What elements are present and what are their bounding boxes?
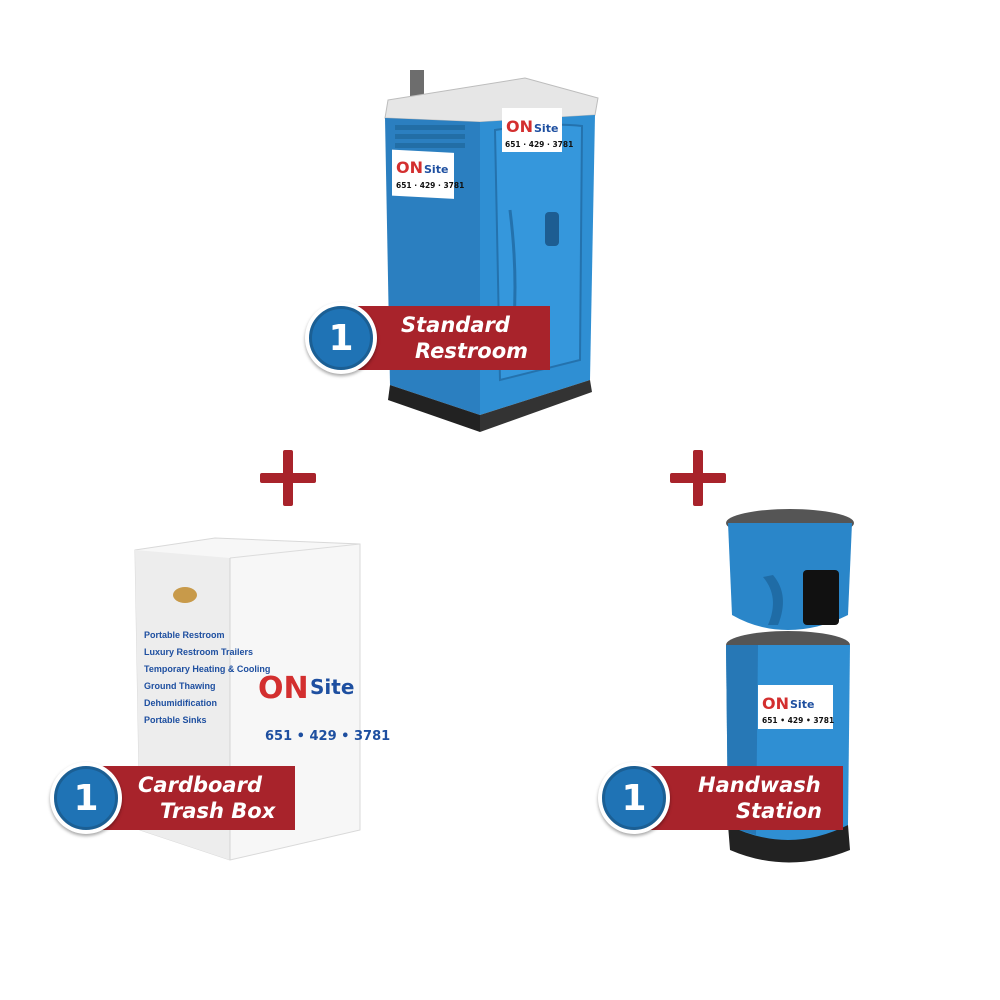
portable-restroom-image: ON Site 651 · 429 · 3781 ON Site 651 · 4… <box>384 70 599 432</box>
trash-box-label-line-1: Cardboard <box>138 773 262 797</box>
restroom-side-phone: 651 · 429 · 3781 <box>396 181 464 190</box>
restroom-quantity-badge: 1 <box>305 302 377 374</box>
box-list-item-5: Dehumidification <box>144 698 217 708</box>
plus-icon-right <box>670 450 726 506</box>
plus-icon-left <box>260 450 316 506</box>
box-list-item-3: Temporary Heating & Cooling <box>144 664 270 674</box>
trash-box-quantity: 1 <box>54 766 118 830</box>
restroom-front-phone: 651 · 429 · 3781 <box>505 140 573 149</box>
trash-box-image: Portable Restroom Luxury Restroom Traile… <box>134 537 390 861</box>
handwash-label-line-1: Handwash <box>698 773 821 797</box>
handwash-quantity: 1 <box>602 766 666 830</box>
box-list-item-6: Portable Sinks <box>144 715 207 725</box>
restroom-front-logo-on: ON <box>506 117 533 136</box>
box-list-item-2: Luxury Restroom Trailers <box>144 647 253 657</box>
box-logo-site: Site <box>310 675 354 699</box>
restroom-quantity: 1 <box>309 306 373 370</box>
box-logo-on: ON <box>258 671 309 706</box>
restroom-label-line-1: Standard <box>401 313 510 337</box>
handwash-quantity-label: Handwash Station 1 <box>598 762 843 834</box>
handwash-quantity-badge: 1 <box>598 762 670 834</box>
handwash-label-line-2: Station <box>736 799 822 823</box>
restroom-front-logo-site: Site <box>534 122 558 135</box>
handwash-phone: 651 • 429 • 3781 <box>762 716 834 725</box>
handwash-label-box: Handwash Station <box>634 766 843 830</box>
box-list-item-1: Portable Restroom <box>144 630 225 640</box>
box-phone: 651 • 429 • 3781 <box>265 729 390 744</box>
product-cardboard-trash-box: Portable Restroom Luxury Restroom Traile… <box>130 530 390 870</box>
box-list-item-4: Ground Thawing <box>144 681 216 691</box>
handwash-logo-on: ON <box>762 694 789 713</box>
trash-box-quantity-label: Cardboard Trash Box 1 <box>50 762 295 834</box>
handwash-logo-site: Site <box>790 698 814 711</box>
trash-box-quantity-badge: 1 <box>50 762 122 834</box>
restroom-quantity-label: Standard Restroom 1 <box>305 302 550 374</box>
product-standard-restroom: ON Site 651 · 429 · 3781 ON Site 651 · 4… <box>360 60 610 440</box>
restroom-side-logo-on: ON <box>396 158 423 177</box>
trash-box-label-line-2: Trash Box <box>160 799 276 823</box>
restroom-label-line-2: Restroom <box>415 339 528 363</box>
restroom-side-logo-site: Site <box>424 163 448 176</box>
